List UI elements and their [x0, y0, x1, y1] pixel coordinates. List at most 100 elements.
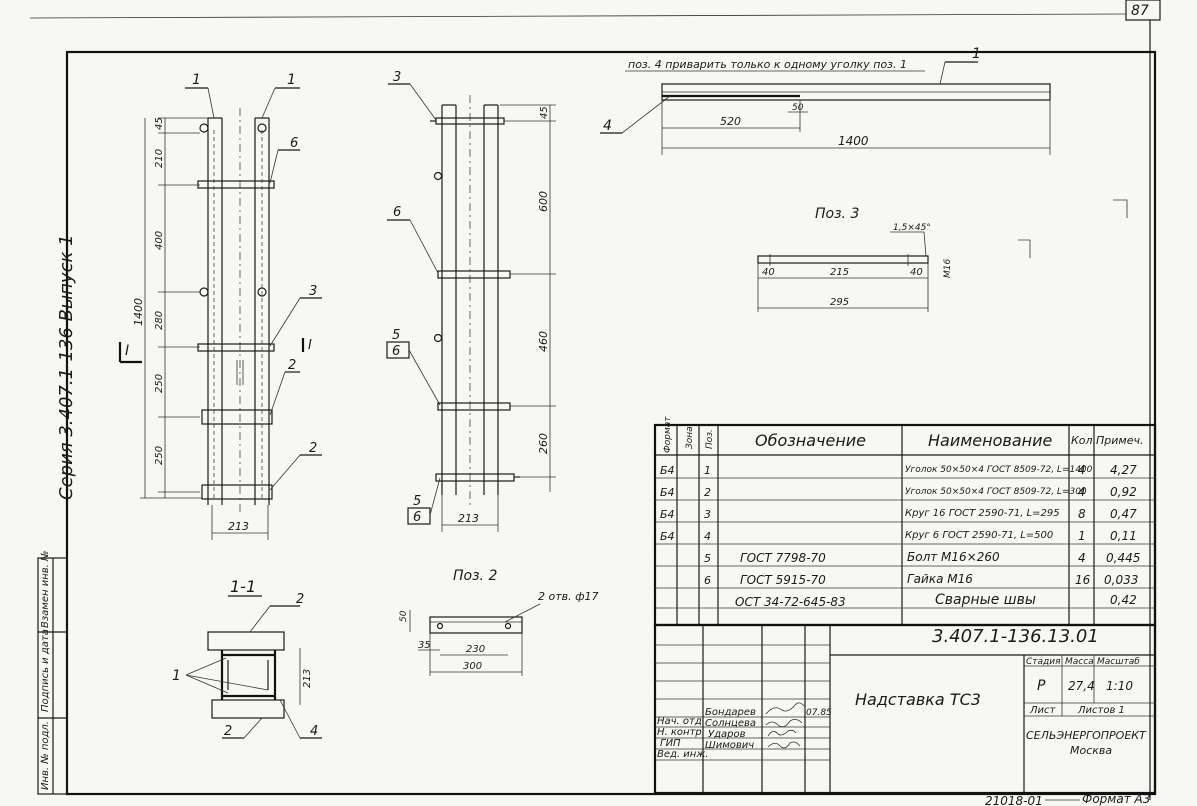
side-dim-260: 260 — [537, 433, 550, 454]
pos2-title: Поз. 2 — [453, 568, 497, 584]
title-date: 07.85 — [806, 708, 832, 718]
svg-text:Гайка М16: Гайка М16 — [907, 572, 973, 586]
svg-text:6: 6 — [704, 574, 711, 587]
section-label-1: 1 — [172, 668, 181, 684]
pos1-dim-520: 520 — [720, 115, 741, 128]
spec-row-6: 6 ГОСТ 5915-70 Гайка М16 16 0,033 — [704, 572, 1138, 587]
svg-text:0,92: 0,92 — [1110, 485, 1137, 499]
side-label-5b: 5 — [413, 494, 421, 509]
spec-row-2: Б4 2 Уголок 50×50×4 ГОСТ 8509-72, L=300 … — [660, 485, 1137, 499]
title-code: 3.407.1-136.13.01 — [932, 626, 1099, 647]
main-dim-250b: 250 — [154, 446, 165, 465]
pos2-view: Поз. 2 2 отв. ф17 50 35 230 300 — [399, 568, 599, 676]
main-dim-1400: 1400 — [132, 298, 145, 326]
svg-text:1: 1 — [1078, 529, 1086, 543]
svg-text:ОСТ 34-72-645-83: ОСТ 34-72-645-83 — [735, 595, 846, 609]
mark-2 — [1018, 239, 1031, 258]
side-dim-600: 600 — [537, 191, 550, 212]
pos3-title: Поз. 3 — [815, 206, 859, 222]
svg-text:0,11: 0,11 — [1110, 529, 1137, 543]
staff-name-2: Солнцева — [705, 718, 756, 729]
spec-header-desig: Обозначение — [755, 431, 866, 450]
svg-text:ГОСТ 5915-70: ГОСТ 5915-70 — [740, 573, 826, 587]
svg-text:Болт М16×260: Болт М16×260 — [907, 550, 1000, 564]
title-org: СЕЛЬЭНЕРГОПРОЕКТ — [1026, 729, 1147, 742]
main-dim-400: 400 — [154, 231, 165, 250]
title-stage: Р — [1037, 678, 1046, 694]
svg-text:Круг 16 ГОСТ 2590-71, L=295: Круг 16 ГОСТ 2590-71, L=295 — [905, 508, 1060, 519]
section-title: 1-1 — [230, 577, 256, 596]
main-dim-250a: 250 — [154, 374, 165, 393]
mark-1 — [1113, 199, 1128, 218]
main-dim-45: 45 — [154, 117, 165, 130]
staff-role-2: Н. контр. — [657, 727, 705, 738]
pos3-chamfer: 1,5×45° — [893, 223, 931, 233]
main-label-6: 6 — [290, 136, 298, 151]
svg-text:2: 2 — [704, 486, 711, 499]
main-section-mark-right: I — [308, 338, 312, 353]
staff-role-1: Нач. отд. — [657, 716, 705, 727]
svg-text:4: 4 — [1078, 551, 1086, 565]
svg-text:5: 5 — [704, 552, 711, 565]
title-scale: 1:10 — [1106, 679, 1133, 693]
pos2-dim-230: 230 — [466, 644, 485, 655]
spec-header-zone: Зона — [685, 426, 695, 449]
svg-text:Б4: Б4 — [660, 508, 675, 521]
staff-role-4: Вед. инж. — [657, 749, 709, 760]
spec-row-4: Б4 4 Круг 6 ГОСТ 2590-71, L=500 1 0,11 — [660, 529, 1137, 543]
spec-header-qty: Кол. — [1071, 434, 1096, 447]
spec-row-5: 5 ГОСТ 7798-70 Болт М16×260 4 0,445 — [704, 550, 1140, 565]
section-dim-213: 213 — [302, 669, 313, 688]
main-section-mark-left: I — [125, 343, 129, 359]
svg-text:0,445: 0,445 — [1106, 551, 1140, 565]
svg-text:4: 4 — [1078, 463, 1086, 477]
title-city: Москва — [1070, 744, 1112, 757]
side-dim-213: 213 — [458, 512, 479, 525]
left-strip-replace: Взамен инв. № — [40, 551, 51, 628]
svg-text:Уголок 50×50×4 ГОСТ 8509-72, L: Уголок 50×50×4 ГОСТ 8509-72, L=300 — [905, 487, 1087, 497]
staff-role-3: ГИП — [660, 738, 681, 749]
side-label-6c: 6 — [413, 510, 421, 525]
svg-text:4: 4 — [1078, 485, 1086, 499]
main-label-2a: 2 — [288, 358, 296, 373]
section-label-2b: 2 — [224, 724, 232, 739]
pos1-dim-1400: 1400 — [838, 134, 869, 148]
title-sheet-header: Лист — [1029, 705, 1057, 716]
svg-text:ГОСТ 7798-70: ГОСТ 7798-70 — [740, 551, 826, 565]
section-label-4: 4 — [310, 724, 318, 739]
pos3-dim-295: 295 — [830, 297, 849, 308]
spec-table: Формат Зона Поз. Обозначение Наименовани… — [653, 416, 1157, 627]
svg-text:4: 4 — [704, 530, 711, 543]
svg-text:Круг 6 ГОСТ 2590-71, L=500: Круг 6 ГОСТ 2590-71, L=500 — [905, 530, 1053, 541]
top-edge-line — [29, 13, 1127, 19]
main-label-1b: 1 — [287, 72, 296, 88]
side-label-5a: 5 — [392, 328, 400, 343]
main-label-1a: 1 — [192, 72, 201, 88]
pos2-dim-300: 300 — [463, 661, 482, 672]
section-view: 1-1 213 2 1 2 4 — [172, 577, 322, 739]
title-block: 3.407.1-136.13.01 Надставка ТС3 Стадия М… — [653, 623, 1157, 795]
spec-header-format: Формат — [663, 416, 673, 453]
svg-text:Уголок 50×50×4 ГОСТ 8509-72, L: Уголок 50×50×4 ГОСТ 8509-72, L=1400 — [905, 465, 1093, 475]
pos1-label-4: 4 — [603, 118, 612, 134]
pos1-view: поз. 4 приварить только к одному уголку … — [600, 46, 1051, 155]
pos3-dim-215: 215 — [830, 267, 849, 278]
svg-text:Б4: Б4 — [660, 530, 675, 543]
side-dim-45: 45 — [539, 106, 550, 119]
main-dim-213: 213 — [228, 520, 249, 533]
left-strip-inv: Инв. № подл. — [40, 721, 51, 790]
main-view: 45 210 400 280 250 250 1400 I I 213 1 1 … — [118, 72, 322, 540]
spec-header-name: Наименование — [928, 431, 1052, 450]
series-label: Серия 3.407.1-136 Выпуск 1 — [56, 234, 77, 500]
svg-text:1: 1 — [704, 464, 711, 477]
spec-header-note: Примеч. — [1096, 434, 1143, 447]
pos1-dim-50: 50 — [792, 103, 804, 113]
main-label-2b: 2 — [309, 441, 317, 456]
pos3-dim-40b: 40 — [910, 267, 923, 278]
main-dim-280: 280 — [154, 311, 165, 330]
footer-number: 21018-01 — [985, 794, 1043, 806]
svg-text:0,47: 0,47 — [1110, 507, 1137, 521]
title-scale-header: Масштаб — [1097, 657, 1140, 667]
